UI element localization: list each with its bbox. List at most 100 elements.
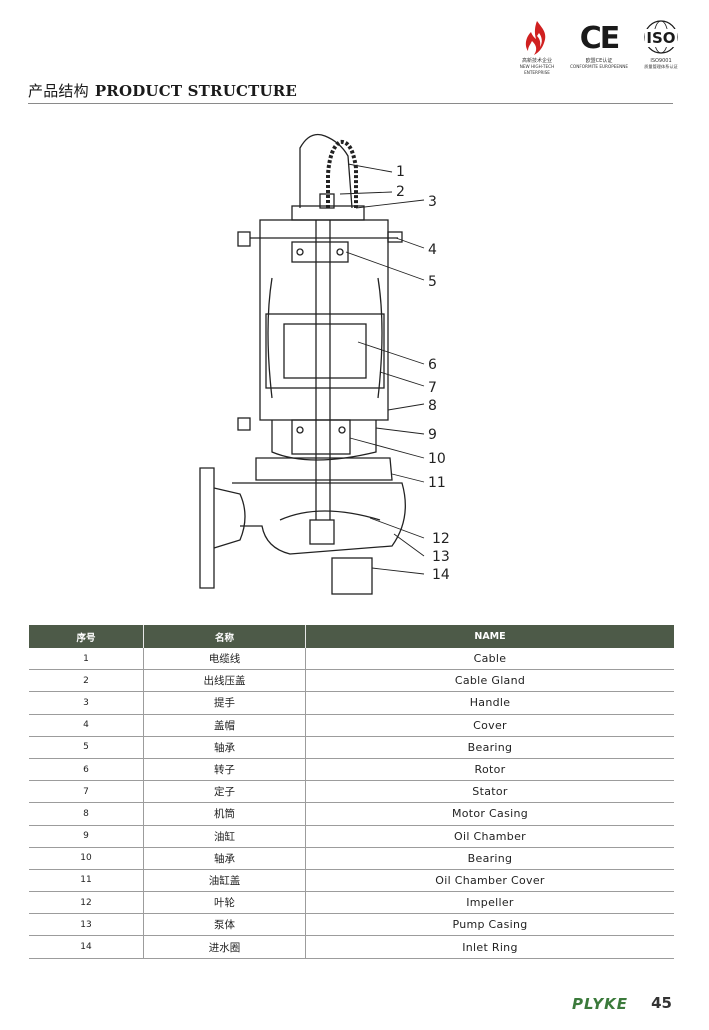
- callout-7: 7: [428, 380, 437, 396]
- footer: PLYKE 45: [572, 994, 676, 1014]
- header-en: NAME: [305, 625, 674, 648]
- high-tech-caption-en: NEW HIGH-TECH ENTERPRISE: [519, 64, 555, 75]
- ce-caption-en: CONFORMITE EUROPEENNE: [570, 64, 628, 69]
- ce-caption-cn: 欧盟CE认证: [585, 58, 613, 64]
- oil-chamber-drawing: [271, 420, 377, 461]
- part-number: 6: [29, 758, 144, 782]
- rotor-drawing: [283, 323, 367, 379]
- part-name-cn: 油缸盖: [143, 869, 306, 893]
- part-name-cn: 转子: [143, 758, 306, 782]
- part-name-en: Pump Casing: [305, 913, 674, 937]
- part-name-cn: 油缸: [143, 825, 306, 848]
- callout-4: 4: [428, 242, 437, 258]
- part-number: 11: [29, 869, 144, 893]
- part-name-en: Oil Chamber Cover: [305, 869, 674, 893]
- top-bearing-drawing: [291, 241, 349, 263]
- title-rule: [28, 103, 673, 104]
- part-name-en: Bearing: [305, 736, 674, 759]
- high-tech-enterprise-logo: 高新技术企业 NEW HIGH-TECH ENTERPRISE: [508, 18, 566, 76]
- callout-2: 2: [396, 184, 405, 200]
- callout-12: 12: [432, 531, 450, 547]
- callout-9: 9: [428, 427, 437, 443]
- part-name-cn: 盖帽: [143, 714, 306, 737]
- part-number: 13: [29, 913, 144, 937]
- part-name-cn: 进水圈: [143, 935, 306, 959]
- part-number: 10: [29, 847, 144, 870]
- callout-8: 8: [428, 398, 437, 414]
- callout-13: 13: [432, 549, 450, 565]
- title-cn: 产品结构: [28, 82, 89, 100]
- ce-logo: CE 欧盟CE认证 CONFORMITE EUROPEENNE: [570, 18, 628, 70]
- handle-drawing: [299, 133, 353, 209]
- part-name-en: Handle: [305, 691, 674, 715]
- part-name-en: Oil Chamber: [305, 825, 674, 848]
- pump-casing-drawing: [232, 482, 406, 555]
- outlet-flange-drawing: [199, 467, 215, 589]
- part-number: 3: [29, 691, 144, 715]
- impeller-drawing: [279, 510, 381, 521]
- part-number: 4: [29, 714, 144, 737]
- part-number: 7: [29, 780, 144, 804]
- part-number: 9: [29, 825, 144, 848]
- part-name-cn: 轴承: [143, 736, 306, 759]
- part-name-cn: 叶轮: [143, 891, 306, 915]
- callout-5: 5: [428, 274, 437, 290]
- iso-logo: ISO ISO9001 质量管理体系认证: [632, 18, 690, 70]
- part-name-en: Impeller: [305, 891, 674, 915]
- part-name-en: Rotor: [305, 758, 674, 782]
- part-number: 2: [29, 669, 144, 693]
- cable-gland-drawing: [319, 193, 335, 209]
- part-name-en: Cover: [305, 714, 674, 737]
- callout-10: 10: [428, 451, 446, 467]
- part-number: 5: [29, 736, 144, 759]
- iso-caption-standard: ISO9001: [650, 58, 672, 64]
- page-title: 产品结构 PRODUCT STRUCTURE: [28, 80, 297, 101]
- part-number: 12: [29, 891, 144, 915]
- title-en: PRODUCT STRUCTURE: [94, 82, 298, 100]
- inlet-ring-drawing: [331, 557, 373, 595]
- part-name-cn: 轴承: [143, 847, 306, 870]
- part-name-en: Motor Casing: [305, 802, 674, 826]
- header-cn: 名称: [143, 625, 306, 648]
- part-name-en: Inlet Ring: [305, 935, 674, 959]
- part-name-cn: 电缆线: [143, 648, 306, 671]
- callout-14: 14: [432, 567, 450, 583]
- flame-icon: [525, 21, 546, 55]
- header-no: 序号: [29, 625, 144, 648]
- oil-chamber-cover-drawing: [255, 457, 393, 481]
- part-name-cn: 泵体: [143, 913, 306, 937]
- brand-logo: PLYKE: [572, 995, 628, 1013]
- part-name-cn: 提手: [143, 691, 306, 715]
- page-number: 45: [651, 994, 672, 1012]
- part-name-cn: 出线压盖: [143, 669, 306, 693]
- part-name-en: Stator: [305, 780, 674, 804]
- certification-logos: 高新技术企业 NEW HIGH-TECH ENTERPRISE CE 欧盟CE认…: [508, 18, 698, 84]
- part-name-en: Cable Gland: [305, 669, 674, 693]
- callout-3: 3: [428, 194, 437, 210]
- part-name-en: Cable: [305, 648, 674, 671]
- high-tech-caption-cn: 高新技术企业: [521, 58, 552, 64]
- callout-11: 11: [428, 475, 446, 491]
- part-number: 1: [29, 648, 144, 671]
- cable-drawing: [326, 139, 358, 208]
- pump-structure-diagram: 1 2 3 4 5 6 7 8 9 10 11 12 13 14: [199, 133, 450, 595]
- part-number: 14: [29, 935, 144, 959]
- table-header-row: 序号 名称 NAME: [29, 625, 674, 648]
- part-name-cn: 定子: [143, 780, 306, 804]
- ce-mark: CE: [579, 20, 620, 56]
